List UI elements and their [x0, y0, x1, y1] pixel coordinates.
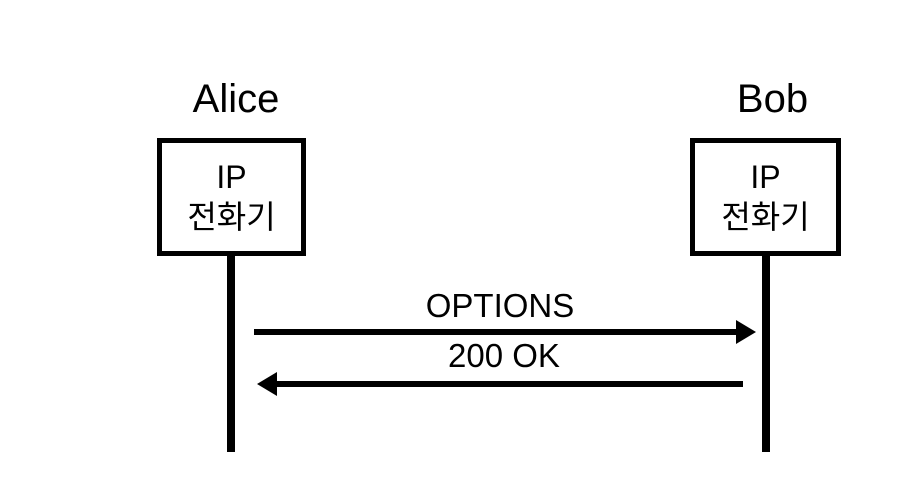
message-label-options: OPTIONS [425, 287, 575, 324]
device-label-line1-bob: IP [750, 159, 781, 195]
lifeline-alice [227, 255, 235, 452]
device-label-line2-bob: 전화기 [721, 199, 810, 235]
participant-box-bob: IP 전화기 [690, 138, 841, 256]
ok-arrowhead-left-icon [257, 372, 277, 396]
participant-name-bob: Bob [736, 77, 809, 121]
participant-name-alice: Alice [192, 77, 280, 121]
ok-arrow-line [277, 381, 743, 387]
options-arrow-line [254, 329, 736, 335]
device-label-line2-alice: 전화기 [187, 199, 276, 235]
lifeline-bob [762, 255, 770, 452]
participant-box-alice: IP 전화기 [157, 138, 306, 256]
device-label-line1-alice: IP [216, 159, 247, 195]
options-arrowhead-right-icon [736, 320, 756, 344]
message-label-200-ok: 200 OK [448, 337, 560, 374]
